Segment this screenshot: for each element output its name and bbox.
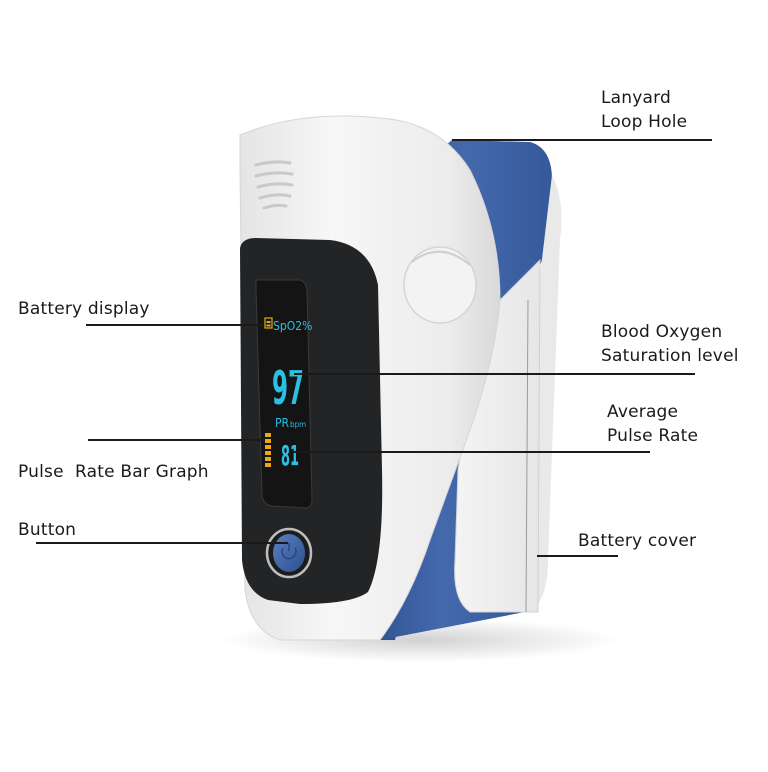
power-button[interactable] [273,534,305,572]
pr-unit: bpm [290,420,306,429]
callout-pulse-rate-bar-graph: Pulse Rate Bar Graph [18,412,209,532]
callout-text: Blood Oxygen [601,322,723,342]
callout-lanyard-loop-hole: Lanyard Loop Hole [601,86,687,134]
battery-cover-seam [525,299,529,613]
pr-value: 81 [281,439,299,472]
callout-battery-display: Battery display [18,297,150,321]
callout-text: Loop Hole [601,112,688,132]
callout-text: Battery cover [578,531,697,551]
hinge-knob [403,246,477,324]
callout-text: Pulse Rate Bar Graph [18,462,209,482]
callout-text: Saturation level [601,346,739,366]
callout-blood-oxygen: Blood Oxygen Saturation level [601,320,739,368]
pulse-bar-graph [265,433,271,467]
callout-average-pulse-rate: Average Pulse Rate [607,400,698,448]
callout-text: Battery display [18,299,150,319]
callout-battery-cover: Battery cover [578,529,696,553]
spo2-label: SpO2% [273,319,312,333]
spo2-value: 97 [272,361,304,415]
grip-ridges [254,160,294,210]
hinge-knob-highlight [411,250,471,266]
callout-text: Average [607,402,679,422]
battery-indicator-icon [264,317,273,329]
callout-button: Button [18,518,76,542]
leader-lines [36,139,712,557]
callout-text: Lanyard [601,88,672,108]
power-icon [281,547,297,560]
callout-text: Button [18,520,77,540]
pr-label: PR [275,416,290,430]
callout-text: Pulse Rate [607,426,699,446]
